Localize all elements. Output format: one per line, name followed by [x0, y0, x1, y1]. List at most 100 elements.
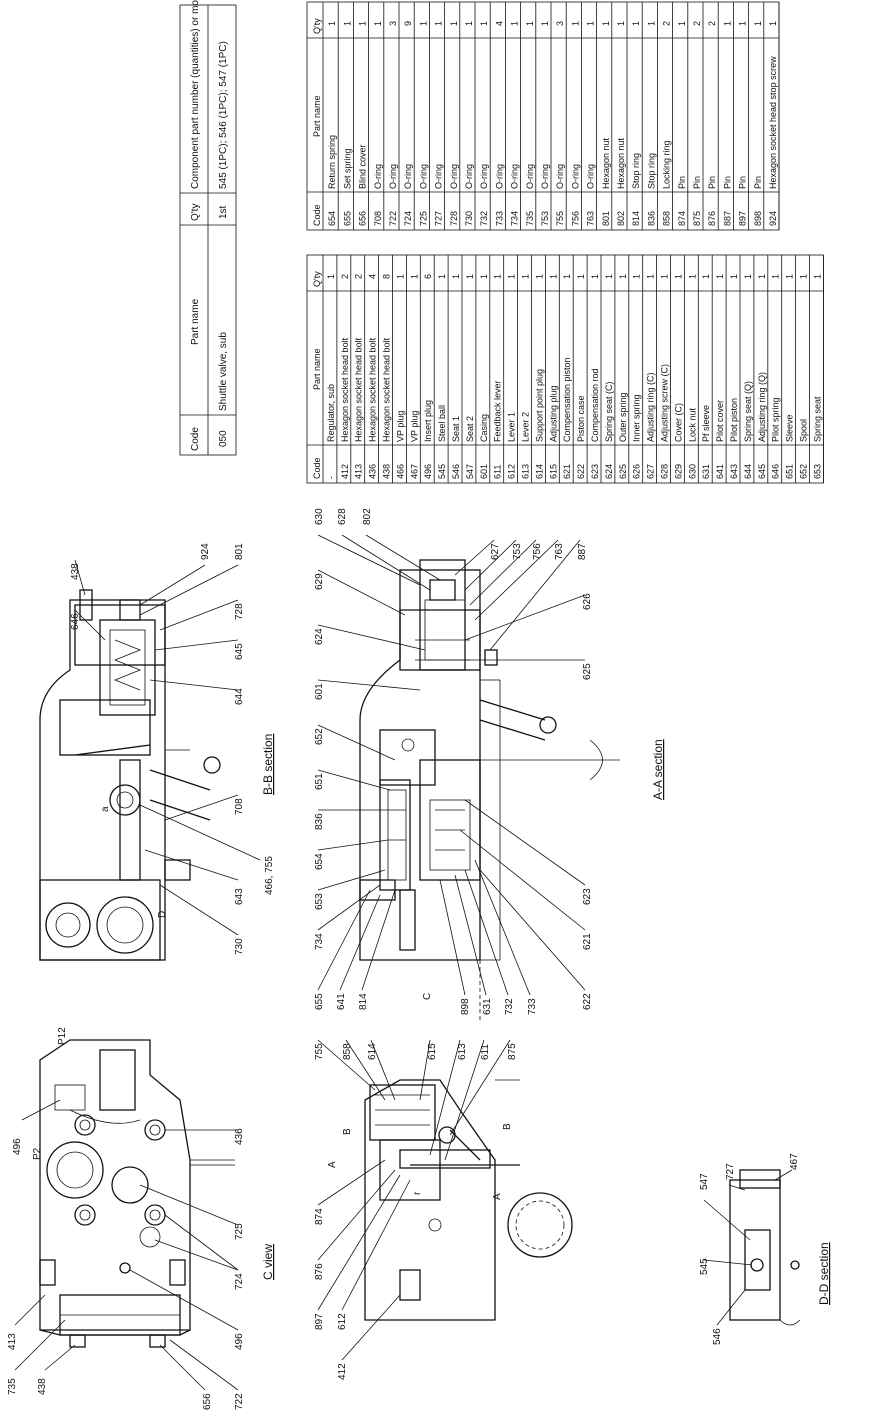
- part-code: 612: [507, 464, 517, 479]
- callout-802: 802: [362, 508, 373, 525]
- part-name: Blind cover: [358, 144, 368, 189]
- callout-626: 626: [582, 593, 593, 610]
- part-name: Stop ring: [646, 153, 656, 189]
- label-r: r: [412, 1191, 423, 1195]
- callout-874: 874: [314, 1208, 325, 1225]
- part-name: Seat 2: [465, 416, 475, 442]
- part-code: 755: [555, 211, 565, 226]
- callout-722: 722: [234, 1393, 245, 1410]
- dd-section-title: D-D section: [817, 1242, 831, 1305]
- part-code: 651: [785, 464, 795, 479]
- callout-924: 924: [200, 543, 211, 560]
- part-qty: 1: [540, 21, 550, 26]
- part-code: 545: [437, 464, 447, 479]
- part-code: 623: [590, 464, 600, 479]
- callout-p2: P2: [32, 1147, 43, 1160]
- part-code: 727: [434, 211, 444, 226]
- shuttle-header-qty: Q'ty: [190, 204, 201, 221]
- part-qty: 1: [434, 21, 444, 26]
- part-qty: 1: [449, 21, 459, 26]
- part-qty: 1: [327, 21, 337, 26]
- part-code: 629: [673, 464, 683, 479]
- part-code: 655: [342, 211, 352, 226]
- part-code: 547: [465, 464, 475, 479]
- part-qty: 1: [493, 274, 503, 279]
- label-a-bottom: A: [492, 1193, 503, 1200]
- part-code: 735: [525, 211, 535, 226]
- part-code: 756: [570, 211, 580, 226]
- table-header-cell: Part name: [312, 348, 322, 390]
- part-code: 646: [771, 464, 781, 479]
- table-header-cell: Part name: [312, 95, 322, 137]
- part-name: Pin: [753, 176, 763, 189]
- part-code: 613: [521, 464, 531, 479]
- label-a: a: [100, 806, 111, 812]
- callout-622: 622: [582, 993, 593, 1010]
- part-code: 653: [812, 464, 822, 479]
- part-name: Lever 2: [521, 412, 531, 442]
- lever-view-callouts: 755 858 614 615 613 611 875 A B 874 876 …: [314, 1039, 518, 1380]
- callout-614: 614: [367, 1043, 378, 1060]
- aa-section-callouts: 630 628 802 627 753 756 763 887 626 625 …: [314, 508, 593, 1015]
- part-code: 836: [646, 211, 656, 226]
- part-qty: 1: [768, 21, 778, 26]
- part-code: 724: [403, 211, 413, 226]
- part-code: 645: [757, 464, 767, 479]
- part-name: Spring seat: [812, 396, 822, 442]
- part-code: 601: [479, 464, 489, 479]
- callout-627: 627: [490, 543, 501, 560]
- part-qty: 1: [604, 274, 614, 279]
- callout-631: 631: [482, 998, 493, 1015]
- shuttle-header-name: Part name: [190, 298, 201, 345]
- part-name: Set spring: [342, 148, 352, 189]
- callout-438: 438: [37, 1378, 48, 1395]
- callout-732: 732: [504, 998, 515, 1015]
- callout-623: 623: [582, 888, 593, 905]
- part-code: 622: [576, 464, 586, 479]
- part-name: O-ring: [494, 164, 504, 189]
- callout-725: 725: [234, 1223, 245, 1240]
- callout-601: 601: [314, 683, 325, 700]
- callout-436: 436: [234, 1128, 245, 1145]
- part-name: O-ring: [373, 164, 383, 189]
- part-name: Pf sleeve: [701, 405, 711, 442]
- part-code: 814: [631, 211, 641, 226]
- aa-section-title: A-A section: [651, 739, 665, 800]
- part-name: Pin: [707, 176, 717, 189]
- c-view-title: C view: [261, 1244, 275, 1280]
- callout-612: 612: [337, 1313, 348, 1330]
- part-qty: 1: [618, 274, 628, 279]
- part-code: 630: [687, 464, 697, 479]
- part-code: 887: [722, 211, 732, 226]
- part-name: Lever 1: [507, 412, 517, 442]
- part-qty: 1: [358, 21, 368, 26]
- part-name: VP plug: [409, 411, 419, 442]
- shuttle-qty: 1st: [218, 205, 229, 219]
- part-code: 436: [368, 464, 378, 479]
- part-qty: 1: [673, 274, 683, 279]
- part-name: Inner spring: [632, 394, 642, 442]
- part-code: 628: [660, 464, 670, 479]
- part-code: -: [326, 476, 336, 479]
- part-code: 924: [768, 211, 778, 226]
- part-name: Return spring: [327, 135, 337, 189]
- part-code: 631: [701, 464, 711, 479]
- part-name: Pin: [738, 176, 748, 189]
- callout-611: 611: [480, 1044, 491, 1060]
- callout-545: 545: [699, 1258, 710, 1275]
- callout-496: 496: [12, 1138, 23, 1155]
- part-name: Locking ring: [662, 140, 672, 189]
- part-qty: 1: [701, 274, 711, 279]
- label-b-bottom: B: [502, 1123, 513, 1130]
- part-qty: 1: [507, 274, 517, 279]
- part-code: 801: [601, 211, 611, 226]
- part-qty: 1: [743, 274, 753, 279]
- part-code: 652: [799, 464, 809, 479]
- part-qty: 1: [395, 274, 405, 279]
- part-qty: 1: [632, 274, 642, 279]
- callout-651: 651: [314, 773, 325, 790]
- bb-section-drawing: [39, 589, 221, 961]
- part-name: Adjusting ring (Q): [757, 372, 767, 442]
- part-code: 467: [409, 464, 419, 479]
